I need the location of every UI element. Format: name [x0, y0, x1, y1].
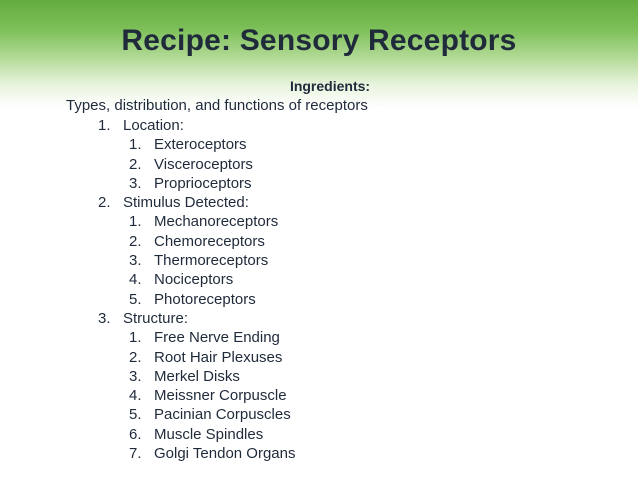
- list-item: 2. Chemoreceptors: [129, 232, 295, 251]
- section-stimulus-detected: 2. Stimulus Detected: 1. Mechanoreceptors …: [98, 193, 295, 309]
- item-label: Chemoreceptors: [154, 232, 265, 250]
- item-label: Merkel Disks: [154, 367, 240, 385]
- slide-title: Recipe: Sensory Receptors: [121, 24, 517, 57]
- item-number: 6.: [129, 425, 142, 443]
- item-number: 5.: [129, 406, 142, 424]
- section-number: 3.: [98, 309, 111, 327]
- ingredients-heading-text: Ingredients:: [289, 78, 371, 94]
- item-label: Muscle Spindles: [154, 425, 264, 443]
- item-label: Nociceptors: [154, 271, 234, 289]
- section-number: 1.: [98, 117, 111, 134]
- list-item: 2. Visceroceptors: [129, 155, 295, 174]
- item-label: Root Hair Plexuses: [154, 348, 283, 366]
- ingredients-heading: Ingredients:: [0, 77, 638, 95]
- stimulus-list: 1. Mechanoreceptors 2. Chemoreceptors 3. Th…: [98, 212, 295, 308]
- list-item: 2. Root Hair Plexuses: [129, 348, 295, 367]
- item-number: 2.: [129, 155, 142, 173]
- item-number: 3.: [129, 252, 142, 270]
- item-number: 5.: [129, 290, 142, 308]
- item-label: Free Nerve Ending: [154, 329, 280, 347]
- item-number: 1.: [129, 329, 142, 347]
- list-item: 3. Thermoreceptors: [129, 251, 295, 270]
- section-number: 2.: [98, 194, 111, 212]
- item-number: 3.: [129, 367, 142, 385]
- list-item: 6. Muscle Spindles: [129, 425, 295, 444]
- list-item: 4. Meissner Corpuscle: [129, 386, 295, 405]
- item-number: 1.: [129, 213, 142, 231]
- list-item: 1. Mechanoreceptors: [129, 212, 295, 231]
- item-number: 7.: [129, 445, 142, 463]
- item-number: 2.: [129, 348, 142, 366]
- item-number: 4.: [129, 271, 142, 289]
- item-label: Pacinian Corpuscles: [154, 406, 291, 424]
- item-label: Photoreceptors: [154, 290, 256, 308]
- item-label: Mechanoreceptors: [154, 213, 279, 231]
- list-item: 4. Nociceptors: [129, 270, 295, 289]
- list-item: 1. Exteroceptors: [129, 135, 295, 154]
- list-item: 7. Golgi Tendon Organs: [129, 444, 295, 463]
- section-label: Structure:: [123, 309, 189, 327]
- item-number: 3.: [129, 174, 142, 192]
- receptor-outline: 1. Location: 1. Exteroceptors 2. Viscerocep…: [98, 116, 295, 463]
- list-item: 3. Merkel Disks: [129, 367, 295, 386]
- location-list: 1. Exteroceptors 2. Visceroceptors 3. Propr…: [98, 135, 295, 193]
- item-label: Meissner Corpuscle: [154, 387, 287, 405]
- item-number: 4.: [129, 387, 142, 405]
- list-item: 3. Proprioceptors: [129, 174, 295, 193]
- list-item: 5. Pacinian Corpuscles: [129, 405, 295, 424]
- section-location: 1. Location: 1. Exteroceptors 2. Viscerocep…: [98, 116, 295, 193]
- section-label: Location:: [123, 117, 184, 134]
- list-item: 1. Free Nerve Ending: [129, 328, 295, 347]
- item-number: 1.: [129, 136, 142, 154]
- section-structure: 3. Structure: 1. Free Nerve Ending 2. Root …: [98, 309, 295, 463]
- item-label: Golgi Tendon Organs: [154, 445, 296, 463]
- item-label: Visceroceptors: [154, 155, 253, 173]
- section-label: Stimulus Detected:: [123, 194, 249, 212]
- item-label: Proprioceptors: [154, 174, 252, 192]
- item-label: Thermoreceptors: [154, 252, 269, 270]
- item-number: 2.: [129, 232, 142, 250]
- list-item: 5. Photoreceptors: [129, 290, 295, 309]
- intro-line: Types, distribution, and functions of re…: [66, 97, 368, 114]
- item-label: Exteroceptors: [154, 136, 247, 154]
- structure-list: 1. Free Nerve Ending 2. Root Hair Plexuses…: [98, 328, 295, 463]
